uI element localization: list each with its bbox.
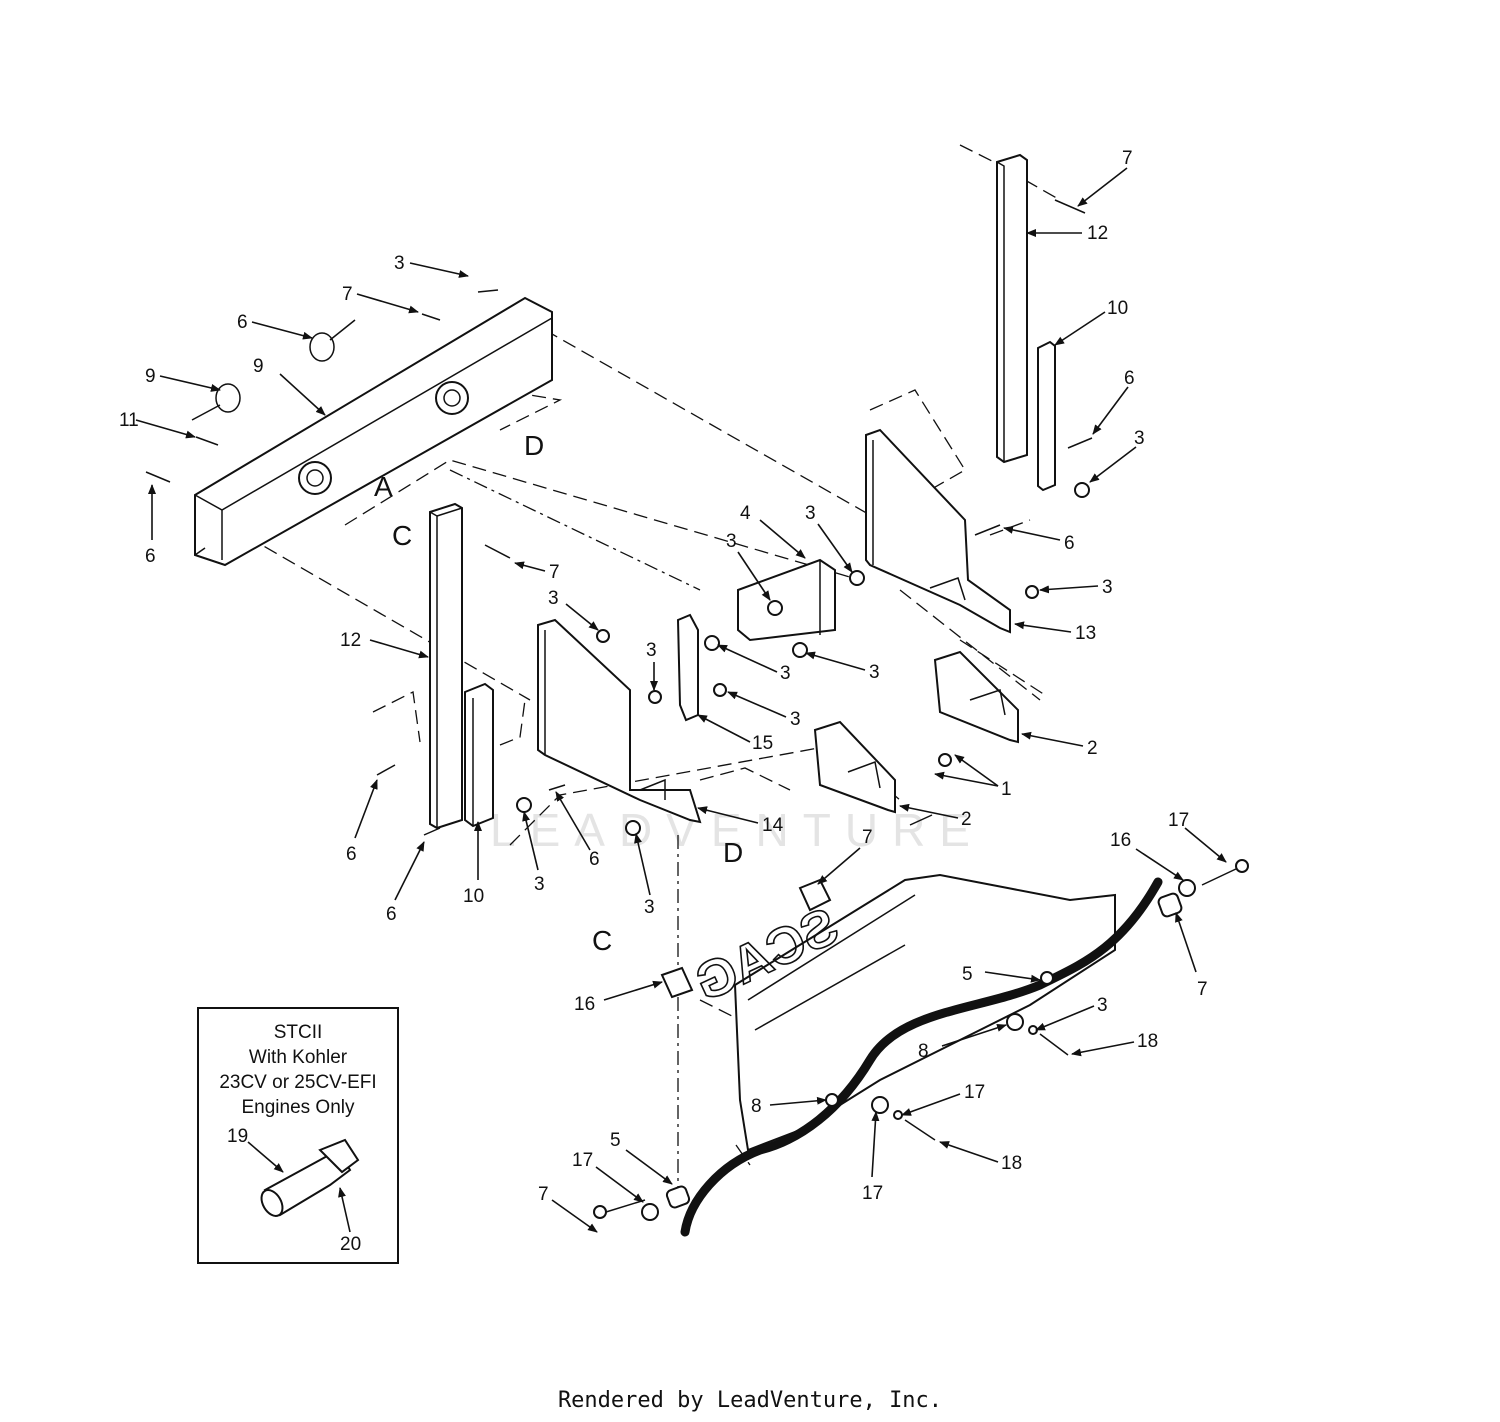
inset-callout-19: 19 (227, 1126, 248, 1147)
callout-label: 6 (1064, 533, 1075, 554)
right-channel-strip (1037, 340, 1056, 492)
callout-label: 1 (1001, 779, 1012, 800)
callout-label: 17 (964, 1082, 985, 1103)
callout-label: 17 (1168, 810, 1189, 831)
callout-group: 7 12 10 6 3 6 3 13 2 1 2 4 3 3 3 3 3 15 (119, 148, 1227, 1233)
callout-label: 3 (790, 709, 801, 730)
callout-label: 9 (253, 356, 264, 377)
inset-box: STCII With Kohler 23CV or 25CV-EFI Engin… (197, 1007, 399, 1264)
callout-label: 8 (751, 1096, 762, 1117)
callout-label: 18 (1137, 1031, 1158, 1052)
callout-label: 9 (145, 366, 156, 387)
callout-label: 6 (589, 849, 600, 870)
callout-label: 7 (1122, 148, 1133, 169)
callout-label: 16 (1110, 830, 1131, 851)
rear-channel-bracket (194, 296, 553, 567)
callout-label: 5 (610, 1130, 621, 1151)
inset-line-2: With Kohler (249, 1047, 348, 1068)
inset-line-3: 23CV or 25CV-EFI (219, 1072, 376, 1093)
callout-label: 7 (1197, 979, 1208, 1000)
callout-label: 15 (752, 733, 773, 754)
callout-label: 14 (762, 815, 784, 836)
callout-label: 3 (548, 588, 559, 609)
callout-label: 10 (463, 886, 484, 907)
inset-line-4: Engines Only (241, 1097, 355, 1118)
elbow-tube-icon (260, 1138, 360, 1217)
callout-label: 12 (340, 630, 361, 651)
callout-label: 6 (1124, 368, 1135, 389)
callout-label: 17 (572, 1150, 593, 1171)
callout-label: 7 (549, 562, 560, 583)
callout-label: 10 (1107, 298, 1128, 319)
callout-label: 16 (574, 994, 595, 1015)
callout-label: 13 (1075, 623, 1096, 644)
callout-label: 5 (962, 964, 973, 985)
callout-label: 6 (346, 844, 357, 865)
callout-label: 7 (538, 1184, 549, 1205)
callout-label: 3 (1102, 577, 1113, 598)
left-mount-plate (537, 618, 702, 824)
center-bracket (737, 558, 836, 642)
ref-letter-d: D (524, 430, 544, 461)
callout-label: 17 (862, 1183, 883, 1204)
callout-label: 6 (145, 546, 156, 567)
callout-label: 3 (1134, 428, 1145, 449)
left-channel-strip (464, 682, 494, 828)
hardware (145, 199, 1249, 1221)
callout-label: 18 (1001, 1153, 1022, 1174)
callout-label: 7 (862, 827, 873, 848)
callout-label: 6 (386, 904, 397, 925)
slotted-plate-upper (933, 650, 1019, 744)
watermark-text: LEADVENTURE (490, 804, 984, 856)
callout-label: 2 (1087, 738, 1098, 759)
callout-label: 12 (1087, 223, 1108, 244)
slotted-plate-lower (813, 720, 896, 814)
callout-label: 3 (780, 663, 791, 684)
callout-label: 3 (805, 503, 816, 524)
callout-label: 3 (644, 897, 655, 918)
callout-label: 2 (961, 809, 972, 830)
small-strap (676, 613, 699, 722)
ref-letter-c: C (392, 520, 412, 551)
ref-letter-c-lower: C (592, 925, 612, 956)
ref-letter-d-lower: D (723, 837, 743, 868)
callout-label: 3 (726, 531, 737, 552)
callout-label: 4 (740, 503, 751, 524)
inset-callout-20: 20 (340, 1234, 361, 1255)
callout-label: 3 (1097, 995, 1108, 1016)
left-vertical-tube (429, 502, 463, 830)
ref-letter-a: A (374, 471, 393, 502)
callout-label: 3 (394, 253, 405, 274)
inset-line-1: STCII (274, 1022, 323, 1043)
callout-label: 11 (119, 410, 139, 431)
callout-label: 3 (646, 640, 657, 661)
hose (680, 877, 1163, 1237)
right-vertical-tube (996, 153, 1028, 464)
callout-label: 8 (918, 1041, 929, 1062)
callout-label: 6 (237, 312, 248, 333)
callout-label: 7 (342, 284, 353, 305)
callout-label: 3 (534, 874, 545, 895)
right-mount-plate (865, 428, 1011, 634)
callout-label: 3 (869, 662, 880, 683)
footer-credit: Rendered by LeadVenture, Inc. (557, 1388, 943, 1413)
